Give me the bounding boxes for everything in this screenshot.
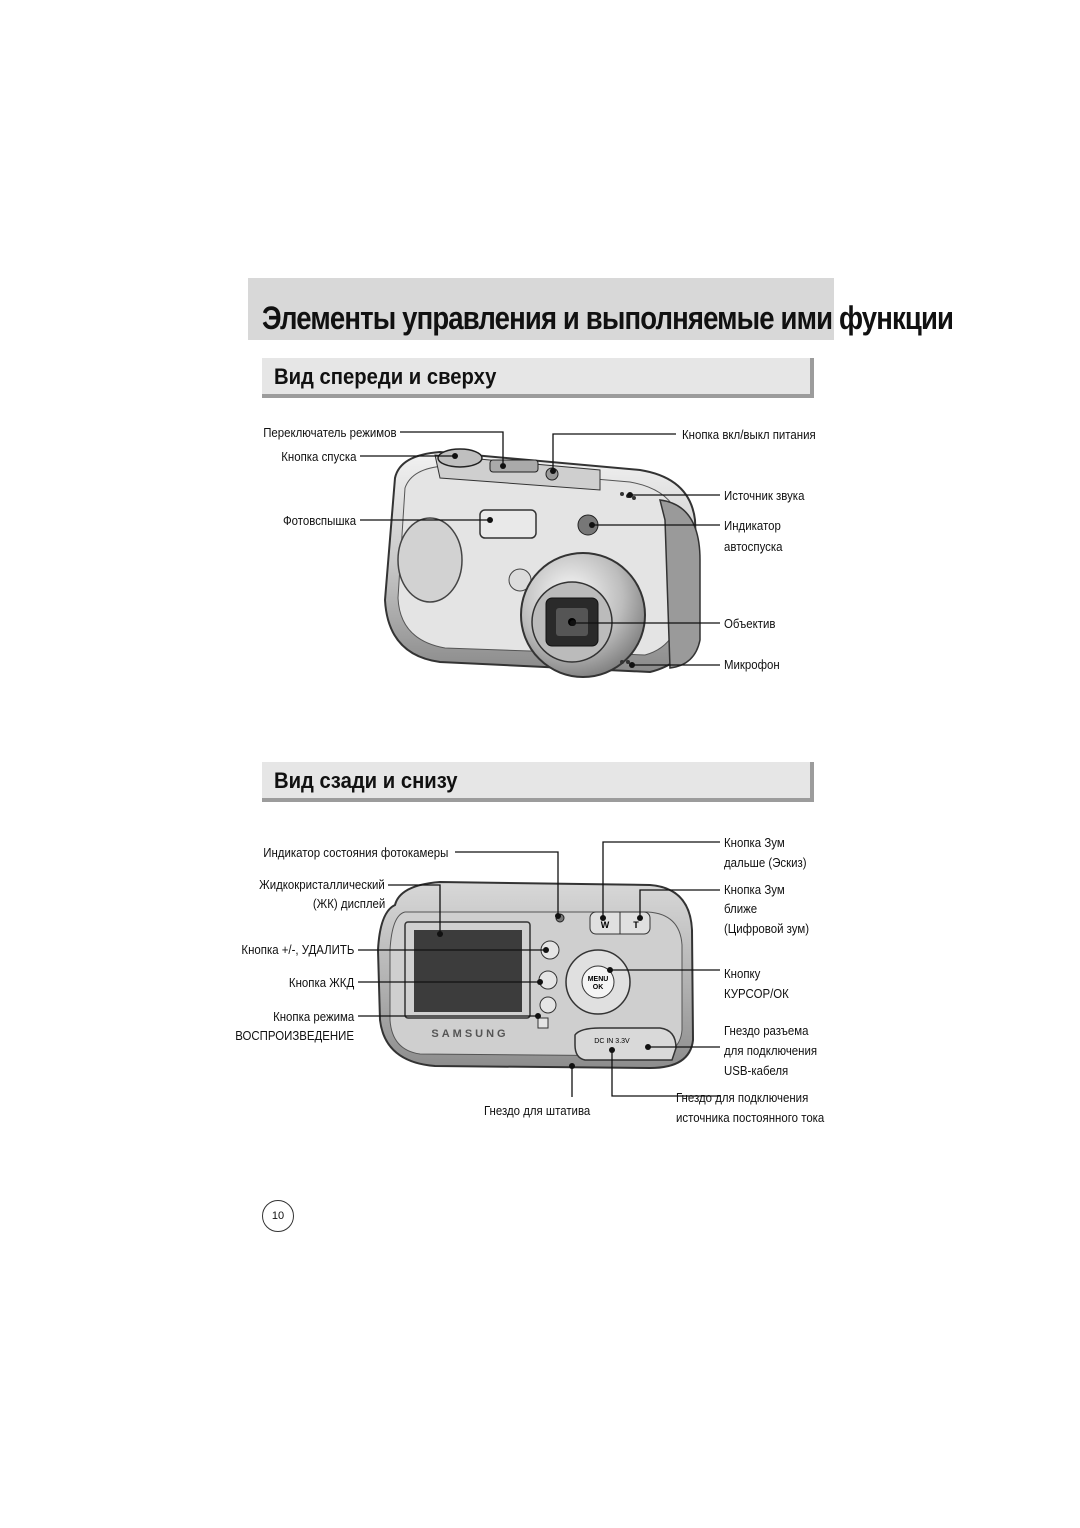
lcd-art bbox=[414, 930, 522, 1012]
label-cursor-2: КУРСОР/ОК bbox=[724, 986, 789, 1001]
front-leader-lines bbox=[360, 431, 720, 666]
back-leader-lines bbox=[358, 841, 720, 1097]
connector-cover-art bbox=[574, 1027, 677, 1061]
label-power: Кнопка вкл/выкл питания bbox=[682, 427, 816, 442]
label-zoom-w-2: дальше (Эскиз) bbox=[724, 855, 807, 870]
section-front-title: Вид спереди и сверху bbox=[274, 364, 497, 389]
label-mode-switch: Переключатель режимов bbox=[263, 425, 397, 440]
section-back-header bbox=[262, 762, 814, 802]
page-number: 10 bbox=[262, 1200, 294, 1232]
zoom-t-text: T bbox=[633, 920, 639, 930]
label-dc-2: источника постоянного тока bbox=[676, 1110, 825, 1125]
label-zoom-t-2: ближе bbox=[724, 901, 758, 916]
label-zoom-t-3: (Цифровой зум) bbox=[724, 921, 810, 936]
ok-text: OK bbox=[593, 984, 604, 991]
label-tripod: Гнездо для штатива bbox=[484, 1103, 591, 1118]
dc-text: DC IN 3.3V bbox=[594, 1038, 630, 1045]
label-status-lamp: Индикатор состояния фотокамеры bbox=[262, 845, 448, 860]
label-speaker: Источник звука bbox=[724, 488, 805, 503]
label-play-1: Кнопка режима bbox=[272, 1009, 354, 1024]
label-play-2: ВОСПРОИЗВЕДЕНИЕ bbox=[235, 1028, 354, 1043]
label-lens: Объектив bbox=[724, 616, 776, 631]
label-zoom-t-1: Кнопка Зум bbox=[724, 882, 785, 897]
label-lcd-button: Кнопка ЖКД bbox=[288, 975, 354, 990]
label-lcd-2: (ЖК) дисплей bbox=[312, 896, 385, 911]
label-usb-3: USB-кабеля bbox=[724, 1063, 789, 1078]
label-shutter: Кнопка спуска bbox=[280, 449, 356, 464]
label-dc-1: Гнездо для подключения bbox=[676, 1090, 809, 1105]
label-flash: Фотовспышка bbox=[282, 513, 356, 528]
label-mic: Микрофон bbox=[724, 657, 780, 672]
back-camera: SAMSUNG MENU OK W T DC IN 3.3V bbox=[376, 880, 695, 1070]
menu-text: MENU bbox=[588, 976, 609, 983]
label-lcd-1: Жидкокристаллический bbox=[259, 877, 385, 892]
flash-art bbox=[479, 509, 537, 539]
shutter-button-art bbox=[437, 448, 483, 468]
label-zoom-w-1: Кнопка Зум bbox=[724, 835, 785, 850]
label-self-timer-2: автоспуска bbox=[724, 539, 783, 554]
label-cursor-1: Кнопку bbox=[724, 966, 761, 981]
brand-text: SAMSUNG bbox=[431, 1028, 508, 1040]
zoom-w-text: W bbox=[601, 920, 610, 930]
mode-dial-art bbox=[489, 459, 539, 473]
section-front-header bbox=[262, 358, 814, 398]
section-back-title: Вид сзади и снизу bbox=[274, 768, 458, 793]
title-band bbox=[248, 278, 834, 340]
label-usb-2: для подключения bbox=[724, 1043, 818, 1058]
front-camera bbox=[383, 448, 701, 678]
label-usb-1: Гнездо разъема bbox=[724, 1023, 809, 1038]
label-delete: Кнопка +/-, УДАЛИТЬ bbox=[241, 942, 354, 957]
label-self-timer-1: Индикатор bbox=[724, 518, 781, 533]
page-title: Элементы управления и выполняемые ими фу… bbox=[262, 300, 954, 336]
